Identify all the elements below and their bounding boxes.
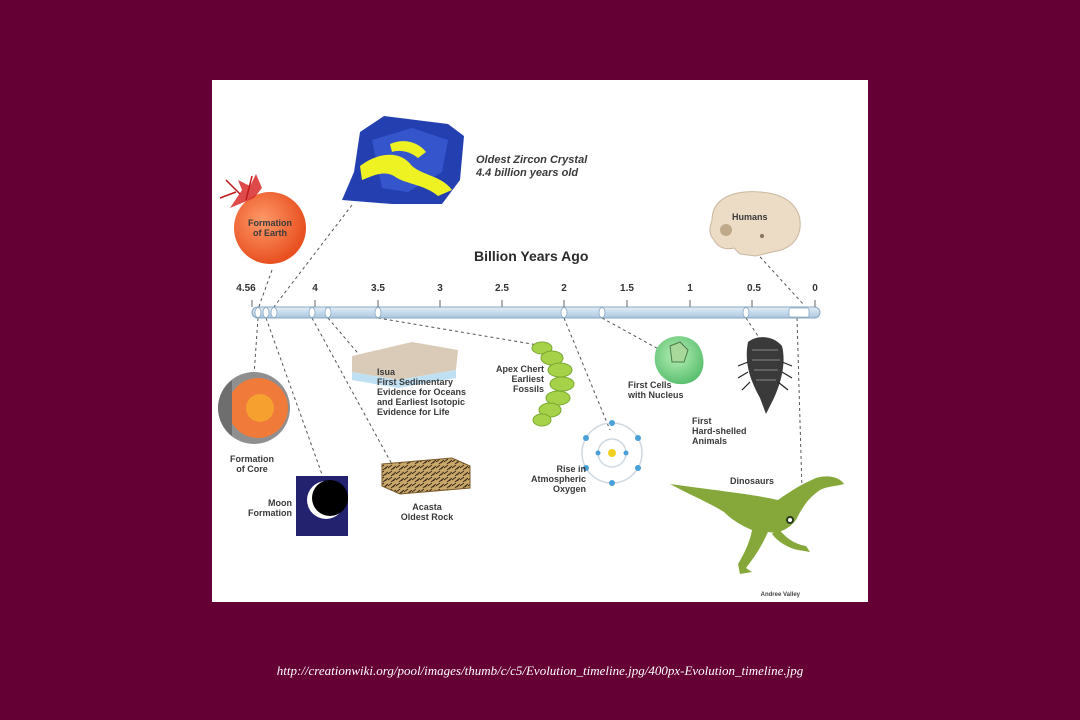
axis-title: Billion Years Ago (474, 248, 589, 264)
moon-label: Moon Formation (248, 498, 292, 518)
zircon-connector (269, 204, 353, 313)
oxygen-atom-illustration (581, 420, 643, 486)
cells-connector (601, 317, 665, 353)
earth-core-illustration (218, 372, 290, 444)
shelled-label: First Hard-shelled Animals (692, 416, 747, 446)
humans-label: Humans (732, 212, 768, 222)
sediment-block-illustration (352, 342, 458, 388)
earth-connector (256, 269, 273, 313)
earth-illustration (219, 174, 306, 264)
human-skull-illustration (709, 191, 801, 257)
zircon-crystal-illustration (342, 116, 464, 204)
fossil-worm-illustration (531, 341, 575, 427)
tick-label: 4.56 (236, 283, 256, 294)
isua-label: Isua First Sedimentary Evidence for Ocea… (377, 367, 467, 417)
tick-label: 3.5 (371, 283, 385, 294)
source-url: http://creationwiki.org/pool/images/thum… (276, 663, 804, 678)
acasta-connector (311, 317, 395, 469)
tick-label: 1 (687, 283, 693, 294)
timeline-bar (251, 300, 821, 319)
moon-connector (265, 317, 325, 481)
tick-label: 0.5 (747, 283, 761, 294)
timeline-illustration (218, 116, 844, 574)
dinosaurs-label: Dinosaurs (730, 476, 775, 486)
tick-label: 2 (561, 283, 567, 294)
moon-illustration (296, 476, 348, 536)
rock-illustration (381, 457, 471, 495)
tick-label: 2.5 (495, 283, 509, 294)
isua-connector (327, 317, 363, 359)
apex-label: Apex Chert Earliest Fossils (495, 364, 544, 394)
first-cell-illustration (654, 336, 704, 385)
humans-connector (751, 247, 805, 306)
cells-label: First Cells with Nucleus (628, 380, 684, 400)
oxygen-label: Rise in Atmospheric Oxygen (530, 464, 586, 494)
oxygen-connector (563, 317, 611, 431)
dinosaur-illustration (670, 476, 844, 574)
evolution-timeline-figure: Billion Years Ago 4.56 4 3.5 3 2.5 2 1.5… (212, 80, 868, 602)
tick-label: 3 (437, 283, 443, 294)
apex-connector (377, 317, 545, 347)
tick-label: 4 (312, 283, 318, 294)
core-label: Formation of Core (230, 454, 274, 474)
zircon-label: Oldest Zircon Crystal 4.4 billion years … (476, 154, 588, 179)
illustrator-credit: Andree Valley (760, 592, 800, 598)
acasta-label: Acasta Oldest Rock (400, 502, 454, 522)
earth-label: Formation of Earth (248, 218, 292, 238)
dinosaur-connector (796, 317, 803, 491)
trilobite-illustration (737, 337, 793, 414)
core-connector (253, 317, 259, 376)
tick-label: 1.5 (620, 283, 634, 294)
tick-label: 0 (812, 283, 818, 294)
